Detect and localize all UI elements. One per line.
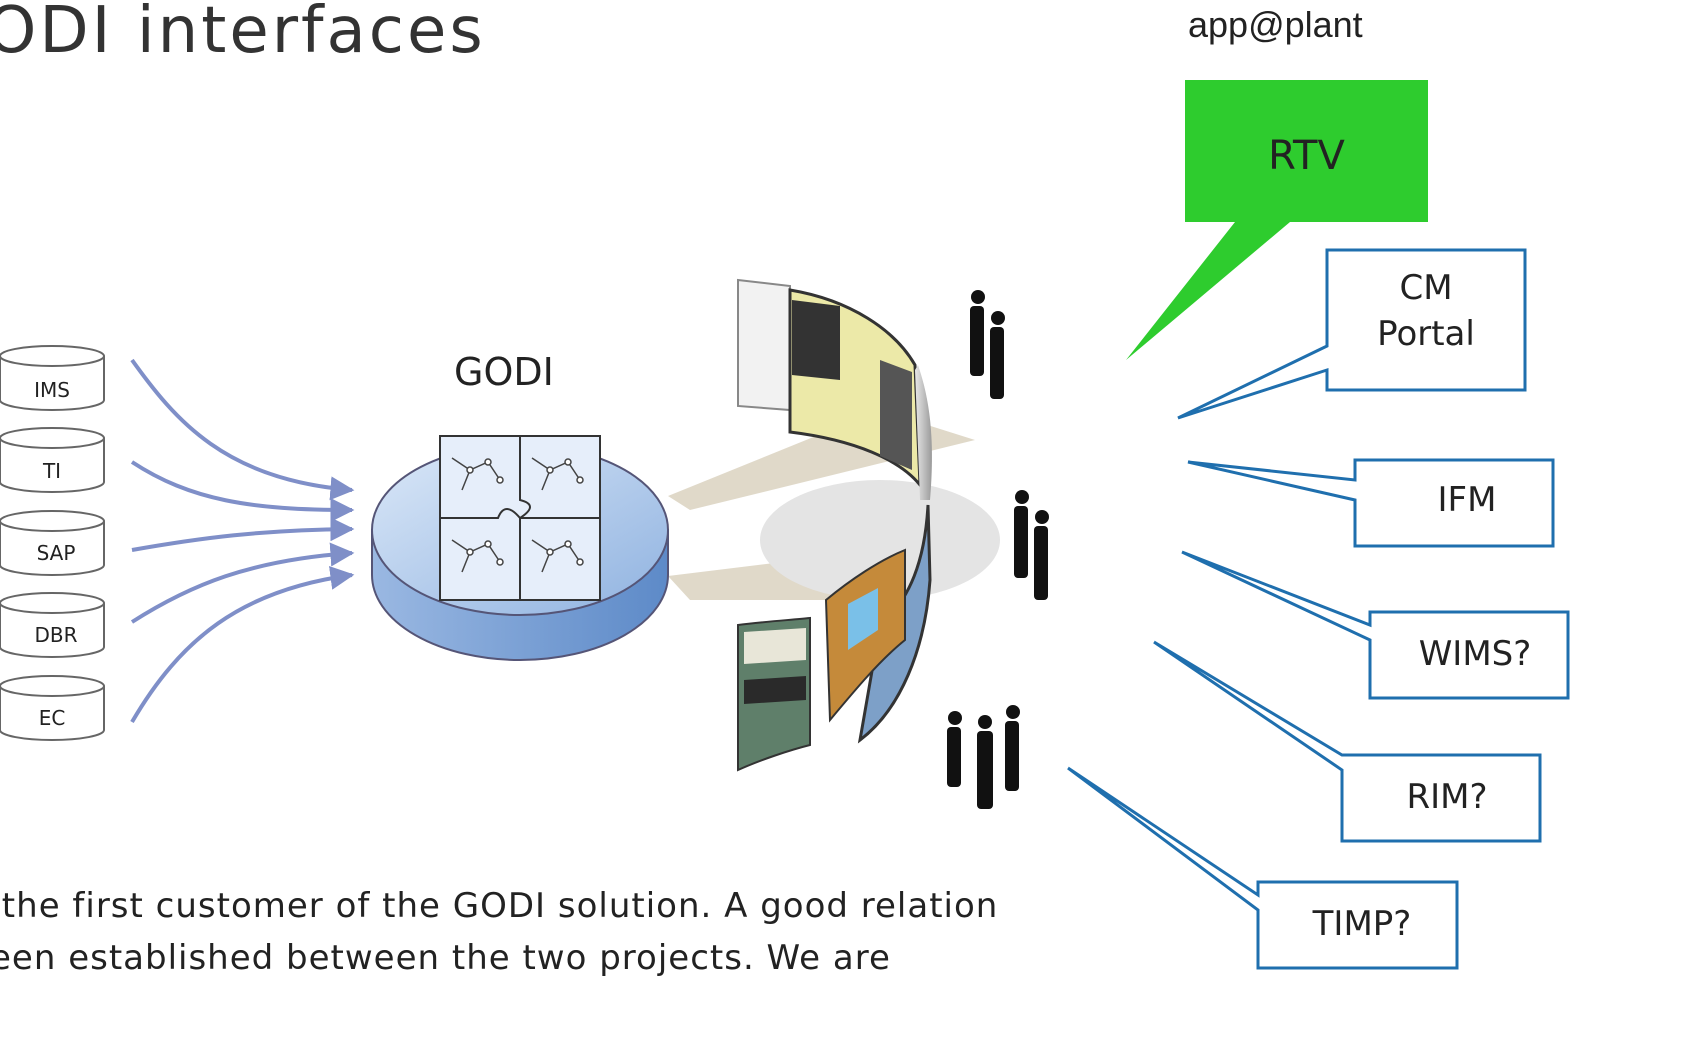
person-icon xyxy=(947,705,1020,809)
godi-disk-icon xyxy=(371,435,669,661)
caption-line: een established between the two projects… xyxy=(0,938,891,978)
godi-label: GODI xyxy=(454,350,554,394)
person-icon xyxy=(970,290,1005,399)
screen-wall xyxy=(737,278,1000,772)
cylinder-dbr-icon xyxy=(0,592,105,658)
caption-line: the first customer of the GODI solution.… xyxy=(0,886,999,926)
wims-label: WIMS? xyxy=(1418,634,1532,674)
person-icon xyxy=(1014,490,1049,600)
puzzle-icon xyxy=(439,435,601,601)
cm-portal-callout xyxy=(1177,248,1527,420)
cylinder-ims-icon xyxy=(0,345,105,411)
source-label-dbr: DBR xyxy=(34,623,78,647)
timp-label: TIMP? xyxy=(1312,904,1412,944)
flow-arrow xyxy=(130,460,355,522)
source-label-ec: EC xyxy=(38,706,66,730)
page-title: ODI interfaces xyxy=(0,0,486,68)
caption-text: the first customer of the GODI solution.… xyxy=(0,880,998,984)
cm-portal-label-line2: Portal xyxy=(1377,314,1475,354)
source-label-ims: IMS xyxy=(34,378,70,402)
source-cylinders xyxy=(0,345,105,741)
flow-arrow xyxy=(130,358,355,501)
rtv-callout xyxy=(1126,80,1428,360)
cylinder-ec-icon xyxy=(0,675,105,741)
source-label-ti: TI xyxy=(42,459,62,483)
rtv-label: RTV xyxy=(1268,133,1345,179)
flow-arrow xyxy=(130,565,355,724)
ifm-callout xyxy=(1187,458,1555,548)
cylinder-ti-icon xyxy=(0,427,105,493)
flow-arrows xyxy=(130,358,355,724)
rim-label: RIM? xyxy=(1406,777,1488,817)
ifm-label: IFM xyxy=(1437,480,1497,520)
people-icon xyxy=(947,290,1049,809)
timp-callout xyxy=(1067,766,1459,970)
app-at-plant-label: app@plant xyxy=(1188,4,1363,45)
source-label-sap: SAP xyxy=(36,541,76,565)
flow-arrow xyxy=(131,517,355,552)
cylinder-sap-icon xyxy=(0,510,105,576)
rim-callout xyxy=(1153,640,1542,843)
wims-callout xyxy=(1181,550,1570,700)
flow-arrow xyxy=(130,542,355,624)
cm-portal-label-line1: CM xyxy=(1399,268,1453,308)
callouts xyxy=(1067,80,1570,970)
